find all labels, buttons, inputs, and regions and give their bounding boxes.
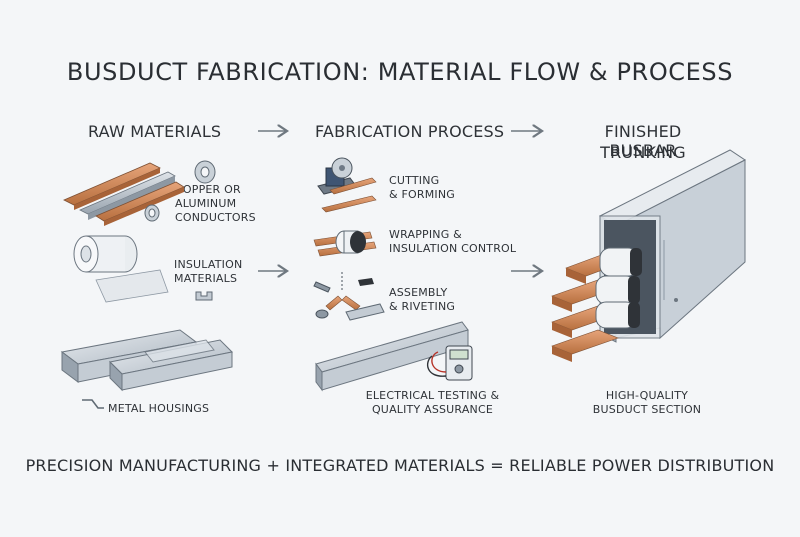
- finished-heading-line2: TRUNKING: [600, 143, 686, 162]
- conductors-label-line1: COPPER OR: [175, 183, 241, 196]
- conductor-bars-icon: [63, 160, 216, 226]
- assembly-label-line2: & RIVETING: [389, 300, 456, 313]
- testing-label-line1: ELECTRICAL TESTING &: [365, 389, 500, 402]
- metal-housings-icon: [60, 329, 234, 409]
- testing-label-line2: QUALITY ASSURANCE: [371, 403, 494, 416]
- multimeter-icon: [426, 345, 473, 381]
- conductor-set: [551, 247, 642, 362]
- testing-label: ELECTRICAL TESTING & QUALITY ASSURANCE: [365, 389, 500, 417]
- raw-materials-heading: RAW MATERIALS: [88, 122, 222, 141]
- insulation-roll-icon: [73, 235, 213, 303]
- assembly-label-line1: ASSEMBLY: [389, 286, 448, 299]
- conductors-label: COPPER OR ALUMINUM CONDUCTORS: [175, 183, 256, 225]
- assembly-label: ASSEMBLY & RIVETING: [389, 286, 455, 314]
- testing-housing-icon: [315, 321, 469, 392]
- housings-label: METAL HOUSINGS: [108, 402, 210, 415]
- flow-arrows: [258, 131, 542, 271]
- cutting-machine-icon: [317, 157, 377, 213]
- cutting-label-line1: CUTTING: [389, 174, 440, 187]
- small-coil-icon: [144, 204, 160, 222]
- wrapping-label: WRAPPING & INSULATION CONTROL: [389, 228, 516, 256]
- assembly-icon: [313, 272, 385, 321]
- conductors-label-line3: CONDUCTORS: [175, 211, 256, 224]
- wrapping-label-line2: INSULATION CONTROL: [389, 242, 517, 255]
- finished-caption: HIGH-QUALITY BUSDUCT SECTION: [582, 389, 712, 417]
- diagram-title: BUSDUCT FABRICATION: MATERIAL FLOW & PRO…: [66, 58, 734, 86]
- wrapping-icon: [313, 230, 377, 257]
- insulation-label-line2: MATERIALS: [174, 272, 238, 285]
- conductors-label-line2: ALUMINUM: [175, 197, 237, 210]
- fabrication-process-heading: FABRICATION PROCESS: [315, 122, 505, 141]
- channel-piece-icon: [195, 291, 213, 301]
- finished-heading-line1: FINISHED BUSBAR: [604, 122, 682, 160]
- finished-caption-line1: HIGH-QUALITY: [605, 389, 689, 402]
- cutting-label: CUTTING & FORMING: [389, 174, 455, 202]
- bracket-icon: [82, 399, 104, 409]
- finished-caption-line2: BUSDUCT SECTION: [592, 403, 702, 416]
- cutting-label-line2: & FORMING: [389, 188, 455, 201]
- wire-spool-icon: [194, 160, 216, 184]
- insulation-label-line1: INSULATION: [174, 258, 243, 271]
- busbar-trunking-icon: [551, 149, 746, 362]
- footer-equation: PRECISION MANUFACTURING + INTEGRATED MAT…: [25, 456, 775, 475]
- insulation-label: INSULATION MATERIALS: [174, 258, 242, 286]
- wrapping-label-line1: WRAPPING &: [389, 228, 462, 241]
